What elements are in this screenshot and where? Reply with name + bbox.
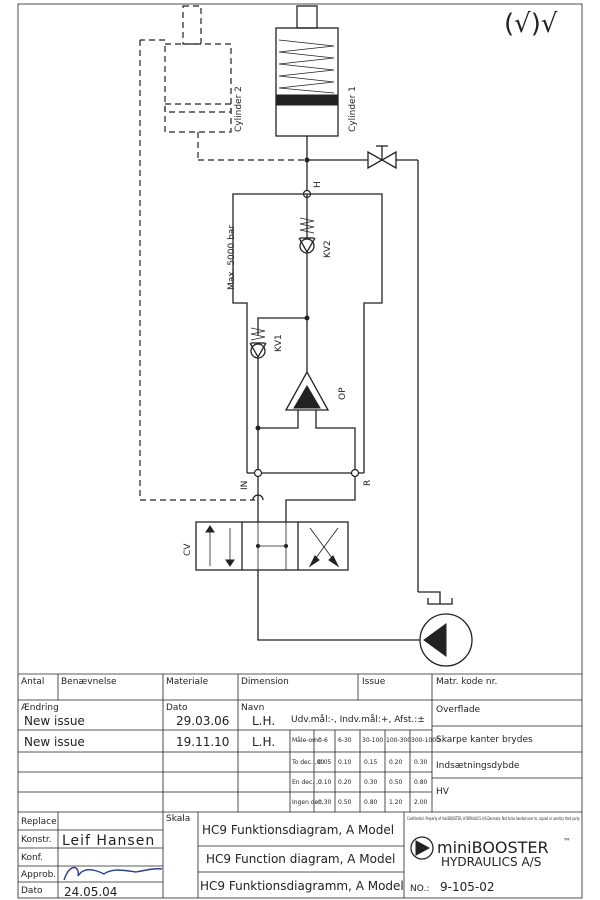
- label-navn: Navn: [241, 703, 264, 713]
- minibooster-logo-icon: [410, 836, 434, 860]
- kv2-check-valve: KV2: [298, 194, 333, 318]
- col-benaevnelse: Benævnelse: [61, 677, 117, 687]
- sheet-border: [17, 3, 583, 899]
- kv1-label: KV1: [274, 334, 284, 352]
- tol-r2-c0: Ingen dec.: [292, 799, 324, 806]
- label-dato-tb: Dato: [21, 886, 43, 896]
- row-1-name: L.H.: [252, 714, 275, 728]
- tol-h1: 0-6: [318, 737, 328, 744]
- cylinder-1: Cylinder 1: [275, 5, 358, 160]
- tol-h0: Måle-omr.: [292, 737, 322, 744]
- port-r-label: R: [363, 480, 373, 486]
- tol-r2-c4: 1.20: [389, 799, 403, 806]
- row-1-change: New issue: [24, 714, 85, 728]
- drawing-no-value: 9-105-02: [440, 880, 494, 894]
- col-issue: Issue: [362, 677, 386, 687]
- op-amplifier: OP: [258, 318, 356, 473]
- title-english: HC9 Function diagram, A Model: [206, 852, 395, 866]
- tol-r0-c1: 0.05: [318, 759, 332, 766]
- tol-r1-c0: En dec. ,0: [292, 779, 322, 786]
- tol-h5: 300-1000: [411, 737, 440, 744]
- tol-r0-c4: 0.20: [389, 759, 403, 766]
- label-overflade: Overflade: [436, 705, 481, 715]
- tol-r1-c5: 0.80: [414, 779, 428, 786]
- company-sub: HYDRAULICS A/S: [441, 855, 541, 869]
- drawing-no-label: NO.:: [410, 884, 429, 894]
- label-indsaetning: Indsætningsdybde: [436, 761, 520, 771]
- label-hv: HV: [436, 787, 450, 797]
- tol-h2: 6-30: [338, 737, 352, 744]
- check-marks: (√)√: [504, 9, 558, 39]
- label-aendring: Ændring: [21, 703, 59, 713]
- port-h-label: H: [313, 181, 323, 188]
- row-2-change: New issue: [24, 735, 85, 749]
- col-antal: Antal: [21, 677, 44, 687]
- label-replace: Replace: [21, 817, 57, 827]
- kv1-check-valve: KV1: [249, 327, 284, 473]
- port-in-label: IN: [240, 481, 250, 490]
- company-name: miniBOOSTER: [437, 838, 549, 857]
- label-skala: Skala: [166, 814, 190, 824]
- tol-r1-c1: 0.10: [318, 779, 332, 786]
- label-konstr: Konstr.: [21, 835, 52, 845]
- row-2-name: L.H.: [252, 735, 275, 749]
- cv-directional-valve: CV: [183, 521, 349, 571]
- tol-h3: 30-100: [362, 737, 383, 744]
- label-dato: Dato: [166, 703, 188, 713]
- konstr-name: Leif Hansen: [62, 833, 155, 849]
- approval-signature: [63, 866, 163, 881]
- op-label: OP: [338, 387, 348, 400]
- label-konf: Konf.: [21, 853, 43, 863]
- title-german: HC9 Funktionsdiagramm, A Model: [200, 879, 404, 893]
- tol-r0-c2: 0.10: [338, 759, 352, 766]
- col-matr-kode: Matr. kode nr.: [436, 677, 497, 687]
- col-dimension: Dimension: [241, 677, 289, 687]
- port-r: [350, 468, 360, 478]
- cylinder-2-label: Cylinder 2: [234, 86, 244, 132]
- junction-dot: [255, 425, 261, 431]
- confidential-note: Confidential: Property of miniBOOSTER, H…: [407, 816, 580, 821]
- label-approb: Approb.: [21, 870, 56, 880]
- date-value: 24.05.04: [64, 885, 117, 899]
- tol-r0-c5: 0.30: [414, 759, 428, 766]
- title-block: Replace Konstr. Konf. Approb. Dato Skala…: [18, 812, 580, 899]
- tol-r1-c4: 0.50: [389, 779, 403, 786]
- cv-label: CV: [183, 543, 193, 556]
- company-tm: ™: [563, 837, 571, 846]
- tol-r2-c2: 0.50: [338, 799, 352, 806]
- tol-h4: 100-300: [386, 737, 411, 744]
- tol-r1-c2: 0.20: [338, 779, 352, 786]
- max-pressure-label: Max. 5000 bar: [227, 225, 237, 290]
- col-materiale: Materiale: [166, 677, 209, 687]
- tol-r2-c5: 2.00: [414, 799, 428, 806]
- row-2-date: 19.11.10: [176, 735, 229, 749]
- tol-r2-c1: 0.30: [318, 799, 332, 806]
- port-in: [253, 468, 263, 478]
- booster-housing: Max. 5000 bar: [227, 193, 383, 473]
- tol-r0-c0: To dec. ,00: [291, 759, 325, 766]
- cylinder-2: Cylinder 2: [139, 5, 307, 501]
- bom-table: Antal Benævnelse Materiale Dimension Iss…: [18, 673, 582, 813]
- kv2-label: KV2: [323, 240, 333, 258]
- cylinder-1-label: Cylinder 1: [348, 86, 358, 132]
- return-valve: [307, 145, 453, 605]
- tol-r2-c3: 0.80: [364, 799, 378, 806]
- label-skarpe: Skarpe kanter brydes: [436, 735, 533, 745]
- tol-r1-c3: 0.30: [364, 779, 378, 786]
- tol-r0-c3: 0.15: [364, 759, 378, 766]
- label-udv: Udv.mål:-, Indv.mål:+, Afst.:±: [291, 714, 425, 725]
- row-1-date: 29.03.06: [176, 714, 229, 728]
- pump-symbol: [419, 613, 473, 667]
- title-danish: HC9 Funktionsdiagram, A Model: [202, 823, 394, 837]
